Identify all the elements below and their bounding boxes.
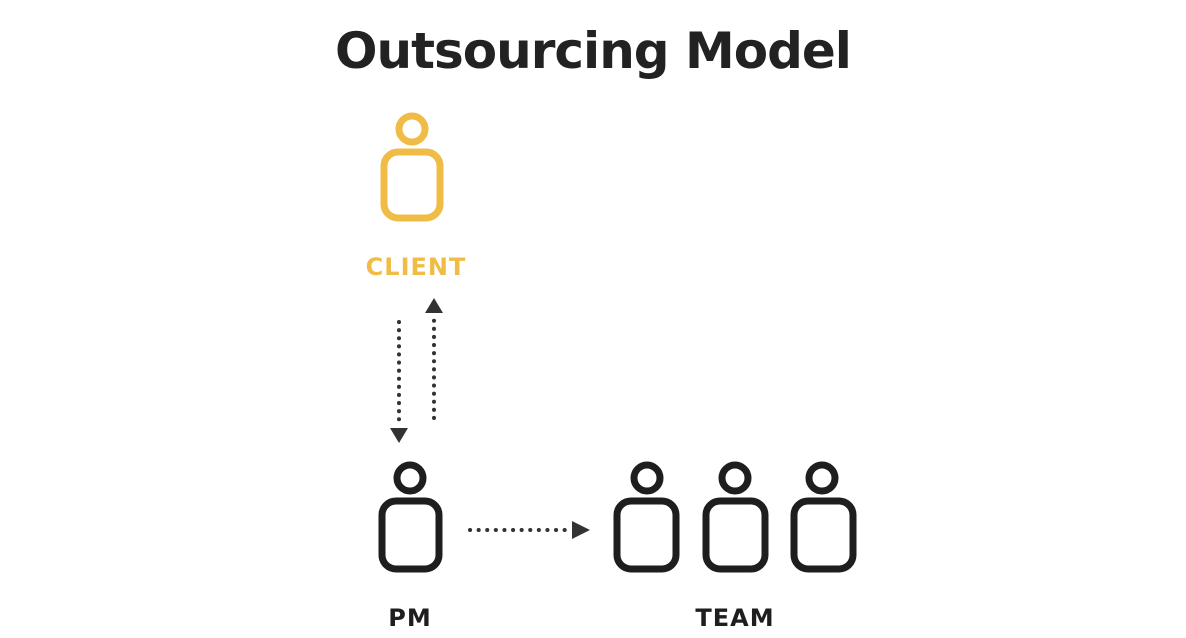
diagram-title: Outsourcing Model: [335, 22, 852, 80]
team-member-icon: [613, 461, 680, 573]
client-to-pm-arrow: [390, 320, 408, 443]
client-person-icon: [380, 112, 444, 222]
team-member-icon: [702, 461, 769, 573]
pm-to-team-arrow: [468, 521, 590, 539]
pm-label: PM: [388, 604, 432, 632]
pm-person-icon: [378, 461, 443, 573]
team-label: TEAM: [695, 604, 775, 632]
pm-to-client-arrow: [425, 298, 443, 420]
client-label: CLIENT: [365, 253, 467, 281]
team-member-icon: [790, 461, 857, 573]
